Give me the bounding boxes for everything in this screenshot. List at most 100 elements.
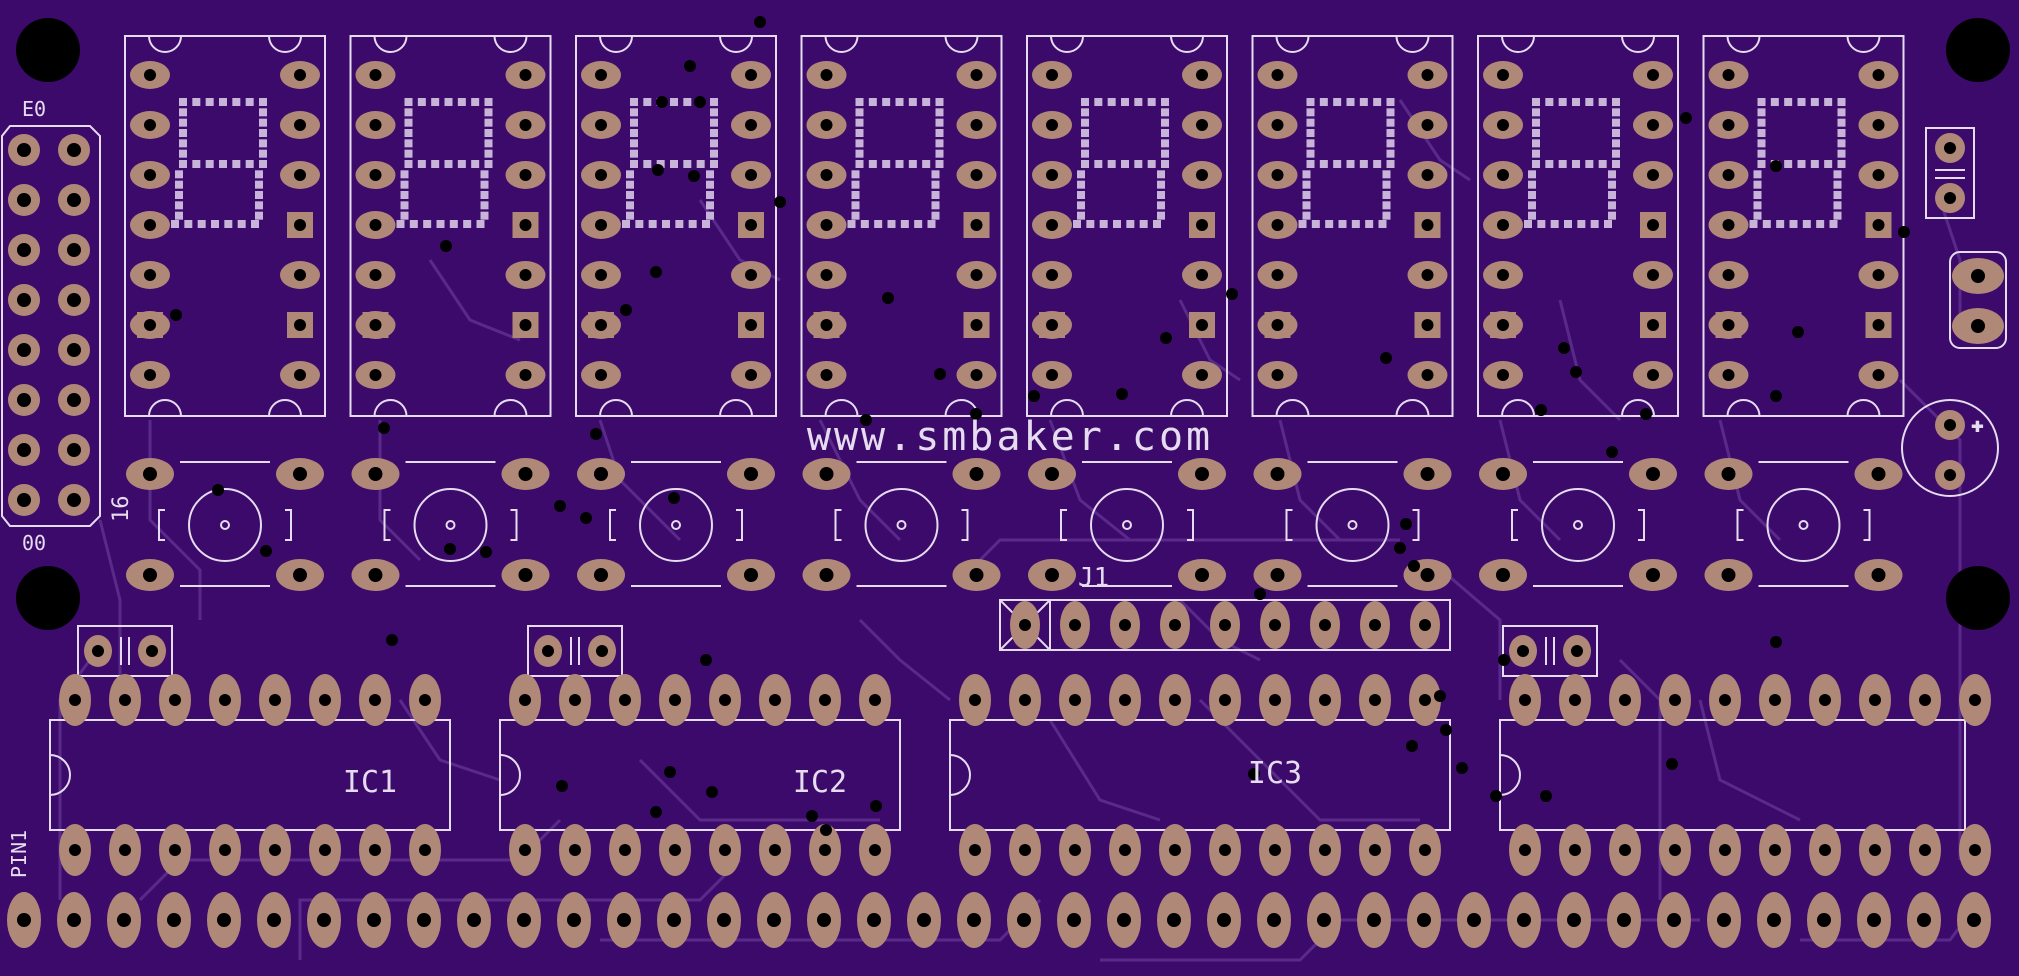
button-bracket [1060,509,1067,541]
pad-hole [1647,319,1659,331]
segment-dot [1837,149,1846,158]
segment-dot [484,98,493,106]
segment-dot [417,98,426,106]
pad-hole [1420,467,1435,481]
segment-dot [1134,160,1143,168]
trace [428,259,521,342]
segment-dot [484,129,493,137]
button-bracket [834,509,842,541]
pad-hole [144,219,156,231]
pad-hole [1271,119,1284,131]
mounting-hole-mid-left [16,566,80,630]
pad-hole [1497,119,1509,131]
pad-hole [1569,694,1581,706]
segment-dot [1757,139,1766,148]
segment-dot [1608,180,1616,189]
segment-dot [484,160,493,168]
segment-dot [626,201,634,210]
segment-dot [643,98,652,106]
segment-dot [404,160,413,168]
segment-dot [471,98,480,106]
pad-hole [1722,269,1735,281]
segment-dot [484,149,493,158]
ic-outline [499,719,901,831]
segment-dot [1829,220,1838,228]
pad-hole [745,119,757,131]
trace [1198,698,1420,822]
pad-hole [1567,913,1581,927]
via [694,96,706,108]
segment-dot [192,98,201,106]
segment-dot [1532,98,1540,106]
pad-hole [970,319,983,331]
display-outline [575,35,777,417]
segment-dot [1346,160,1355,168]
pad-hole [1421,69,1434,81]
segment-dot [480,180,489,189]
segment-dot [688,220,697,228]
segment-dot [1837,129,1846,137]
segment-dot [1386,118,1395,127]
pad-hole [567,913,581,927]
segment-dot [1139,220,1148,228]
segment-dot [710,160,718,168]
segment-dot [1590,220,1599,228]
button-bracket [1187,509,1194,541]
segment-dot [197,220,206,228]
segment-dot [931,191,940,199]
segment-dot [259,139,267,148]
segment-dot [400,191,409,199]
vias [170,16,1910,836]
button-center [220,520,230,530]
via [1490,790,1502,802]
segment-dot [1528,180,1536,189]
button-bracket [736,509,743,541]
pad-hole [595,219,607,231]
segment-dot [1382,180,1391,189]
segment-dot [1359,98,1368,106]
segment-dot [1081,118,1089,127]
pad-hole [820,269,833,281]
segment-dot [1298,220,1307,228]
pad-hole [745,369,757,381]
cap-hole [1944,419,1956,431]
j1-pin1-box [999,599,1051,651]
segment-dot [457,160,466,168]
pad-hole [117,913,131,927]
pad-hole [745,319,757,331]
button-ring [188,488,262,562]
segment-dot [179,129,187,137]
segment-dot [179,108,187,117]
segment-dot [1094,98,1103,106]
segment-dot [1373,98,1382,106]
segment-dot [404,98,413,106]
pad-hole [1722,219,1735,231]
segment-dot [1302,211,1311,220]
pad-hole [817,913,831,927]
segment-dot [1532,118,1540,127]
segment-dot [1157,201,1165,210]
segment-dot [1528,170,1536,179]
pad-hole [143,467,157,481]
display-notch-top [719,35,753,53]
display-notch-top [268,35,302,53]
pad-hole [144,119,156,131]
display-notch-bottom [268,399,302,417]
segment-dot [1550,220,1559,228]
segment-dot [1810,160,1819,168]
pad-hole [1769,694,1781,706]
segment-dot [1306,149,1315,158]
segment-dot [851,211,860,220]
button-bracket [609,509,616,541]
pad-hole [744,467,758,481]
pad-hole [294,69,306,81]
pad-hole [1722,169,1735,181]
segment-dot [175,191,183,199]
segment-dot [1824,160,1833,168]
segment-dot [670,160,678,168]
segment-dot [484,118,493,127]
pad-hole [1919,694,1931,706]
segment-dot [1837,118,1846,127]
pad-hole [519,69,532,81]
